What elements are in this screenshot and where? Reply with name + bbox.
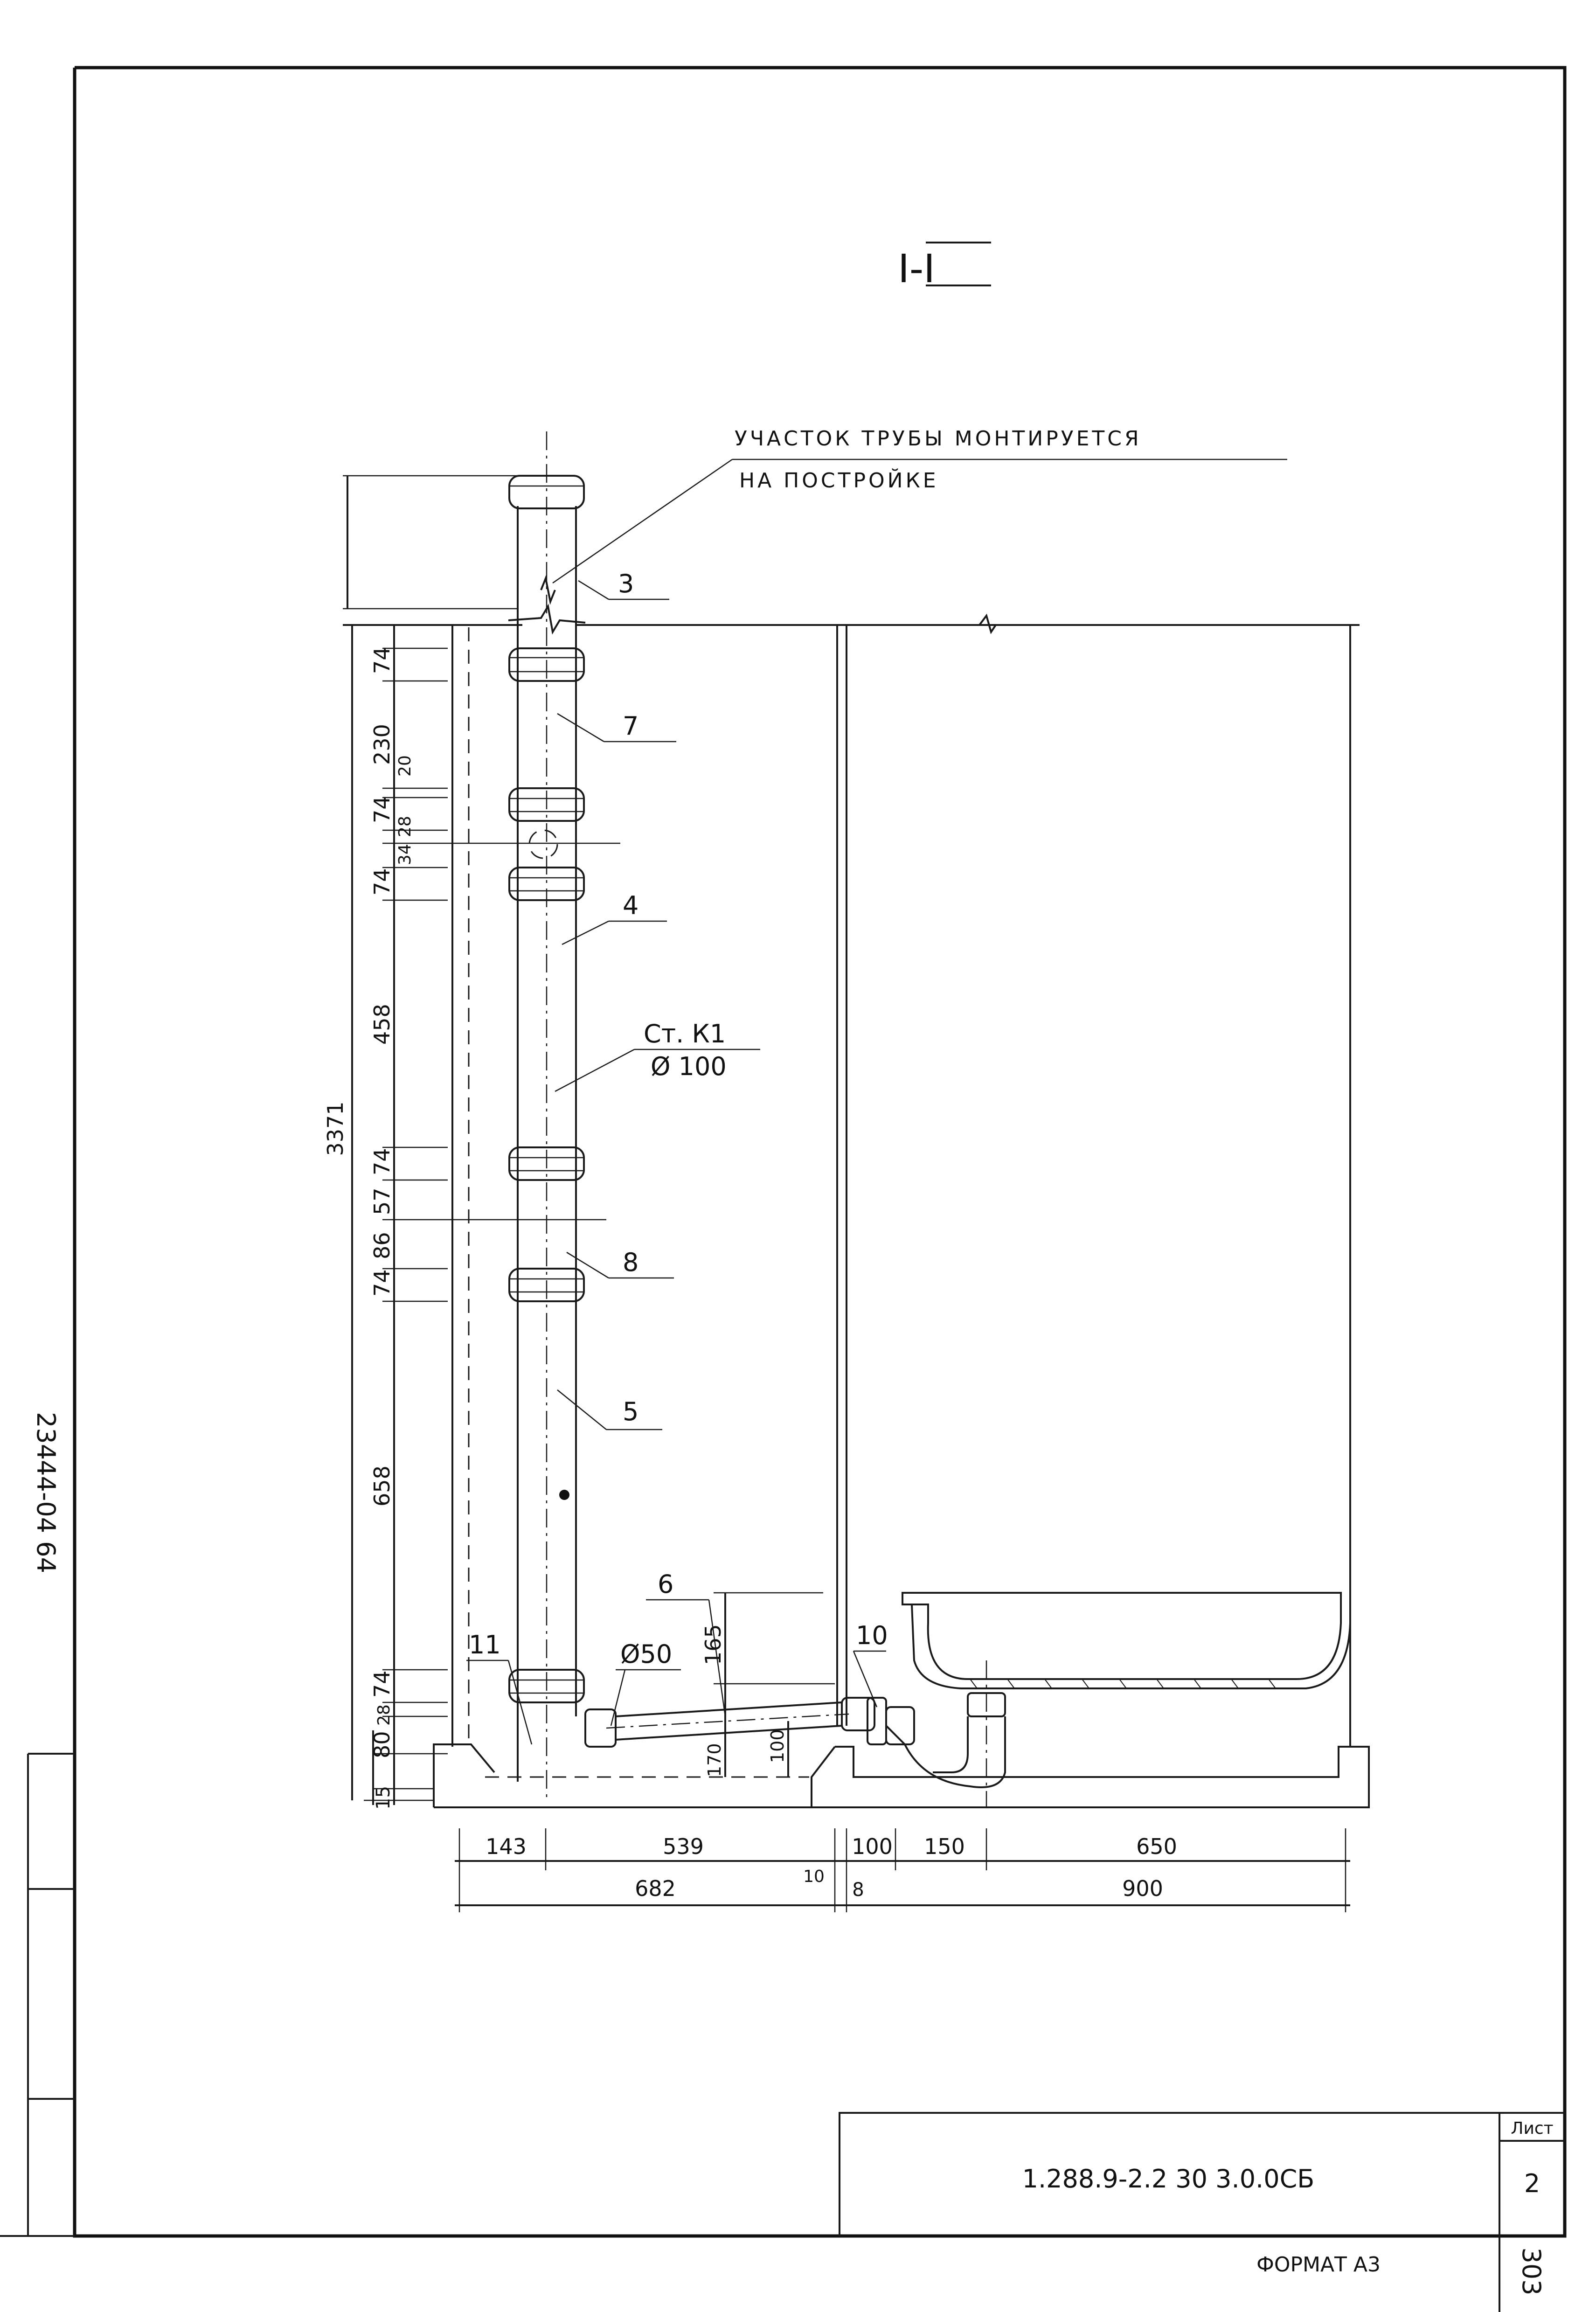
riser-label: Ст. К1: [644, 1019, 726, 1048]
dim-segment: 86: [369, 1232, 395, 1259]
title-block: 1.288.9-2.2 30 3.0.0СБ Лист 2 ФОРМАТ А3 …: [839, 2112, 1565, 2312]
dim-segment: 20: [396, 755, 415, 777]
dim-horizontal: 900: [1122, 1876, 1163, 1901]
dim-horizontal: 539: [663, 1834, 704, 1859]
pipe-socket-top: [508, 475, 585, 509]
section-title: I-I: [898, 242, 991, 292]
dim-segment: 74: [369, 796, 395, 823]
dim-segment: 34: [396, 844, 415, 865]
dim-segment: 230: [369, 724, 395, 765]
dim-segment: 74: [369, 1148, 395, 1175]
slope-dimensions: 165 170 100: [701, 1592, 835, 1777]
sheet-label: Лист: [1511, 2119, 1553, 2138]
horizontal-dimensions: 143 539 100 150 650 682 10 8 900: [455, 1828, 1350, 1912]
dim-segment: 80: [369, 1731, 395, 1758]
pipe-socket: [508, 1669, 585, 1703]
position-label: 10: [856, 1621, 888, 1650]
dim-segment: 28: [375, 1704, 394, 1726]
corner-number: 303: [1517, 2247, 1546, 2295]
sink-basin: [867, 1592, 1351, 1807]
pipe-socket: [508, 1268, 585, 1302]
riser-diameter: Ø 100: [651, 1052, 727, 1081]
dim-slope: 100: [767, 1729, 788, 1763]
dim-slope: 170: [704, 1743, 725, 1777]
position-label: 4: [623, 891, 638, 920]
position-label: 8: [623, 1248, 638, 1277]
branch-pipe: [584, 1697, 875, 1748]
dim-horizontal: 150: [924, 1834, 965, 1859]
dim-segment: 57: [369, 1187, 395, 1215]
room-walls: [343, 613, 1370, 1808]
riser-pipe: [508, 431, 586, 1800]
pipe-socket: [508, 647, 585, 682]
position-label: 7: [623, 711, 638, 741]
dim-segment: 74: [369, 1269, 395, 1297]
position-leaders: 3 7 4 Ст. К1 Ø 100 8 5 6 Ø50 10 11: [466, 569, 888, 1745]
dimension-ticks: [373, 647, 620, 1755]
dim-horizontal: 650: [1136, 1834, 1177, 1859]
dim-segment: 74: [369, 1670, 395, 1698]
pipe-socket: [508, 867, 585, 901]
section-title-text: I-I: [898, 246, 935, 292]
dim-horizontal: 682: [635, 1876, 676, 1901]
position-label: 5: [623, 1397, 638, 1426]
note-line-2: НА ПОСТРОЙКЕ: [739, 468, 939, 493]
dim-total-height: 3371: [323, 1101, 348, 1156]
dim-horizontal: 143: [486, 1834, 527, 1859]
drawing-code: 1.288.9-2.2 30 3.0.0СБ: [1022, 2164, 1315, 2194]
inspection-opening: [528, 829, 558, 859]
note-line-1: УЧАСТОК ТРУБЫ МОНТИРУЕТСЯ: [735, 427, 1142, 451]
position-label: 3: [618, 569, 634, 598]
pipe-socket: [508, 787, 585, 822]
branch-diameter: Ø50: [620, 1639, 672, 1669]
dim-segment: 74: [369, 646, 395, 674]
dim-horizontal: 8: [852, 1879, 864, 1901]
position-label: 11: [469, 1630, 501, 1659]
position-label: 6: [658, 1569, 673, 1599]
dim-segment: 74: [369, 868, 395, 896]
pipe-socket: [508, 1146, 585, 1181]
installation-note: УЧАСТОК ТРУБЫ МОНТИРУЕТСЯ НА ПОСТРОЙКЕ: [552, 427, 1287, 584]
sheet-frame: [0, 66, 1567, 2238]
vertical-dimensions: 3371 74 230 20 74 28 34 74 458 74 57 86 …: [323, 475, 620, 1810]
archive-number: 23444-04 64: [31, 1412, 61, 1573]
dim-segment: 28: [396, 816, 415, 837]
dim-horizontal: 100: [852, 1834, 893, 1859]
sink-hatching: [970, 1679, 1276, 1689]
dim-horizontal: 10: [803, 1867, 825, 1886]
riser-marker-dot: [559, 1490, 569, 1500]
sheet-number: 2: [1524, 2169, 1540, 2198]
format-label: ФОРМАТ А3: [1256, 2253, 1381, 2277]
dim-segment: 458: [369, 1004, 395, 1045]
dim-segment: 658: [369, 1465, 395, 1507]
dim-segment: 15: [373, 1786, 394, 1810]
